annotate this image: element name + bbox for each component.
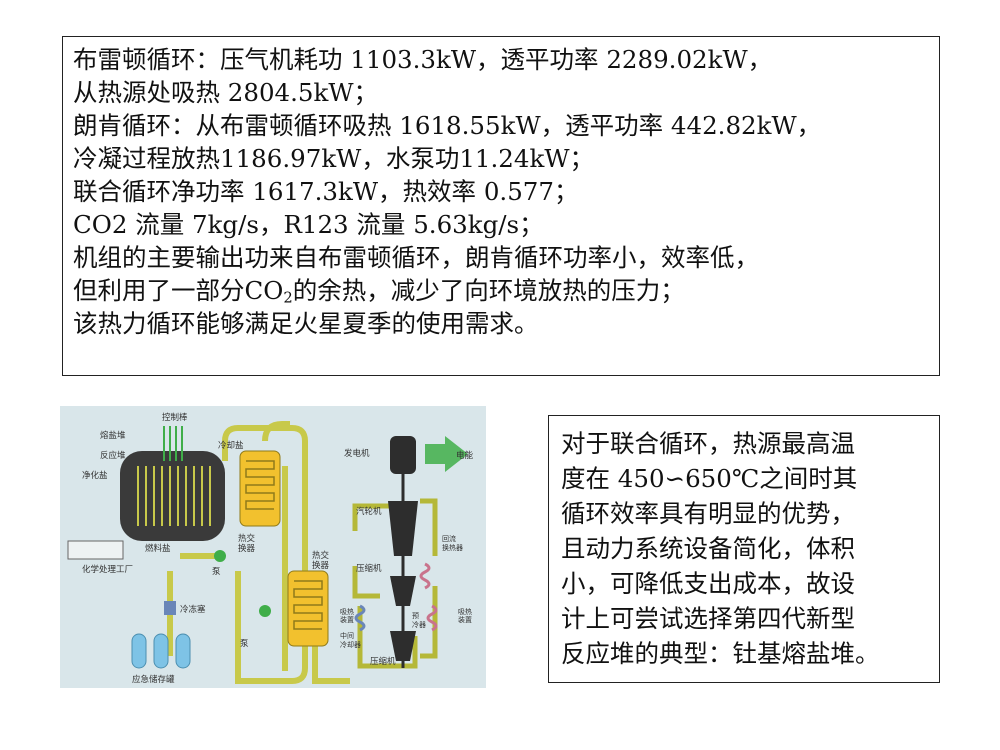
label-power: 电能 — [456, 450, 474, 461]
summary-line: 该热力循环能够满足火星夏季的使用需求。 — [73, 309, 539, 338]
power-arrow-icon — [425, 436, 468, 472]
label-pump: 泵 — [212, 567, 221, 577]
summary-line-co2-text: 但利用了一部分CO — [73, 276, 284, 305]
pump-icon — [214, 550, 226, 562]
summary-line: 布雷顿循环：压气机耗功 1103.3kW，透平功率 2289.02kW， — [73, 45, 773, 74]
reactor-vessel — [120, 426, 225, 541]
label-compressor-1: 压缩机 — [356, 563, 382, 574]
label-fuel-salt: 燃料盐 — [145, 543, 171, 554]
summary-line: 朗肯循环：从布雷顿循环吸热 1618.55kW，透平功率 442.82kW， — [73, 111, 822, 140]
summary-line-co2: 但利用了一部分CO2的余热，减少了向环境放热的压力； — [73, 274, 929, 307]
chem-plant-box — [67, 540, 124, 560]
label-pump-mid: 泵 — [240, 639, 249, 649]
control-rods — [163, 426, 183, 461]
label-intercooler: 中间冷却器 — [340, 631, 361, 649]
summary-line: 机组的主要输出功来自布雷顿循环，朗肯循环功率小，效率低， — [73, 243, 759, 272]
co2-subscript: 2 — [283, 289, 293, 307]
side-note-line: 且动力系统设备简化，体积 — [561, 534, 855, 563]
label-molten-salt-reactor: 熔盐堆 — [100, 430, 126, 441]
label-heat-absorber-left: 吸热装置 — [340, 607, 354, 624]
label-precooler: 预冷器 — [412, 611, 426, 629]
summary-line: 从热源处吸热 2804.5kW； — [73, 78, 379, 107]
generator — [390, 436, 416, 474]
label-purified-salt: 净化盐 — [82, 470, 108, 481]
side-note-line: 度在 450∽650℃之间时其 — [561, 464, 858, 493]
label-coolant-salt: 冷却盐 — [218, 440, 244, 451]
label-compressor-2: 压缩机 — [370, 656, 396, 667]
summary-line: CO2 流量 7kg/s，R123 流量 5.63kg/s； — [73, 210, 544, 239]
side-note-line: 小，可降低支出成本，故设 — [561, 569, 855, 598]
label-emergency-tank: 应急储存罐 — [132, 674, 175, 685]
recuperator-coil — [419, 562, 431, 590]
label-recuperator: 回流换热器 — [442, 534, 463, 552]
label-generator: 发电机 — [344, 448, 370, 459]
label-reactor: 反应堆 — [100, 450, 126, 461]
summary-line: 冷凝过程放热1186.97kW，水泵功11.24kW； — [73, 144, 595, 173]
pump-icon — [259, 605, 271, 617]
label-chem-plant: 化学处理工厂 — [82, 564, 133, 575]
side-note-line: 反应堆的典型：钍基熔盐堆。 — [561, 639, 880, 668]
label-turbine: 汽轮机 — [356, 506, 382, 517]
msr-brayton-rankine-diagram: 控制棒 熔盐堆 反应堆 冷却盐 净化盐 燃料盐 泵 化学处理工厂 冷冻塞 应急储… — [60, 406, 486, 688]
side-note-line: 计上可尝试选择第四代新型 — [561, 604, 855, 633]
label-cold-trap: 冷冻塞 — [180, 604, 206, 615]
summary-line-co2-rest: 的余热，减少了向环境放热的压力； — [292, 276, 685, 305]
precooler-coil — [426, 604, 438, 632]
side-note-line: 循环效率具有明显的优势， — [561, 499, 855, 528]
label-hx1: 热交换器 — [238, 533, 256, 554]
label-control-rod: 控制棒 — [162, 412, 188, 423]
side-note-box: 对于联合循环，热源最高温 度在 450∽650℃之间时其 循环效率具有明显的优势… — [548, 415, 940, 683]
label-heat-absorber-right: 吸热装置 — [458, 607, 472, 624]
intercooler-coil — [354, 604, 366, 632]
summary-line: 联合循环净功率 1617.3kW，热效率 0.577； — [73, 177, 579, 206]
diagram-background — [60, 406, 486, 688]
emergency-tanks — [131, 633, 191, 669]
summary-box: 布雷顿循环：压气机耗功 1103.3kW，透平功率 2289.02kW， 从热源… — [62, 36, 940, 376]
label-hx2: 热交换器 — [312, 550, 330, 571]
side-note-line: 对于联合循环，热源最高温 — [561, 429, 855, 458]
cold-trap — [164, 601, 176, 615]
